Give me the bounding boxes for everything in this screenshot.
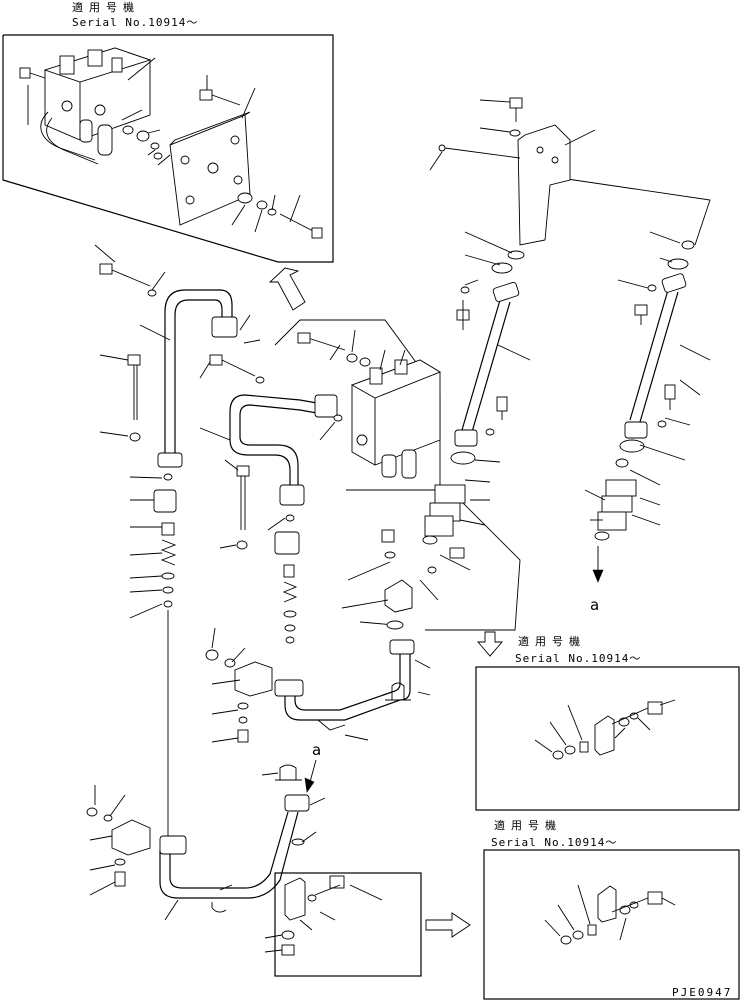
relief-block-icon: [153, 489, 177, 513]
arrow-down-to-detail-icon: [477, 631, 503, 657]
center-valve-assembly: [297, 329, 442, 479]
bracket-icon: [517, 124, 571, 246]
arrow-up-to-detail-icon: [268, 267, 306, 311]
serial-label-top-left: Serial No.10914～: [72, 16, 199, 29]
spring-icon: [160, 539, 177, 566]
detail-bottom-right-parts: [544, 884, 676, 945]
bracket-group-frame: [539, 174, 711, 246]
u-bolt-icon: [391, 682, 405, 700]
view-marker-a-upper: a: [590, 596, 600, 614]
detail-frame-bottom-right: [483, 849, 740, 1000]
view-marker-a-lower: a: [312, 741, 322, 759]
detail-frame-bottom-small: [274, 872, 422, 977]
pipe-bottom-icon: [159, 811, 299, 899]
applicable-label-bottom-right: 適用号機: [494, 819, 562, 832]
lower-pipe-middle: [205, 627, 431, 743]
detail-frame-mid-right: [475, 666, 740, 811]
left-relief-stack: [129, 473, 177, 850]
valve-group-frame: [274, 319, 441, 491]
solenoid-icon: [97, 124, 113, 156]
left-pipe-middle: [199, 354, 343, 550]
lower-pipe-bottom: [86, 764, 326, 921]
serial-label-mid-right: Serial No.10914～: [515, 652, 642, 665]
serial-label-bottom-right: Serial No.10914～: [491, 836, 618, 849]
transfer-arrows: [268, 267, 604, 938]
view-arrow-a-upper-icon: [592, 569, 604, 583]
detail-top-left-parts: [19, 47, 323, 239]
drawing-code: PJE0947: [672, 986, 733, 999]
left-pipe-upper: [94, 244, 261, 468]
detail-bottom-small-parts: [264, 875, 383, 956]
hose-fitting-icon: [492, 281, 520, 303]
detail-frames: [2, 34, 740, 1000]
plate-group-frame: [425, 499, 521, 631]
applicable-label-top-left: 適用号機: [72, 1, 140, 14]
pipe-upper-icon: [164, 289, 233, 460]
applicable-label-mid-right: 適用号機: [518, 635, 586, 648]
pipe-lower-icon: [284, 640, 411, 721]
right-hoses: [341, 97, 711, 630]
middle-relief-stack: [267, 514, 300, 644]
detail-frame-top-left: [2, 34, 334, 263]
detail-mid-right-parts: [534, 699, 676, 760]
bolt-head-icon: [19, 67, 31, 79]
view-arrow-a-lower-icon: [304, 777, 315, 793]
arrow-right-to-detail-icon: [425, 912, 471, 938]
pipe-middle-icon: [229, 394, 329, 488]
